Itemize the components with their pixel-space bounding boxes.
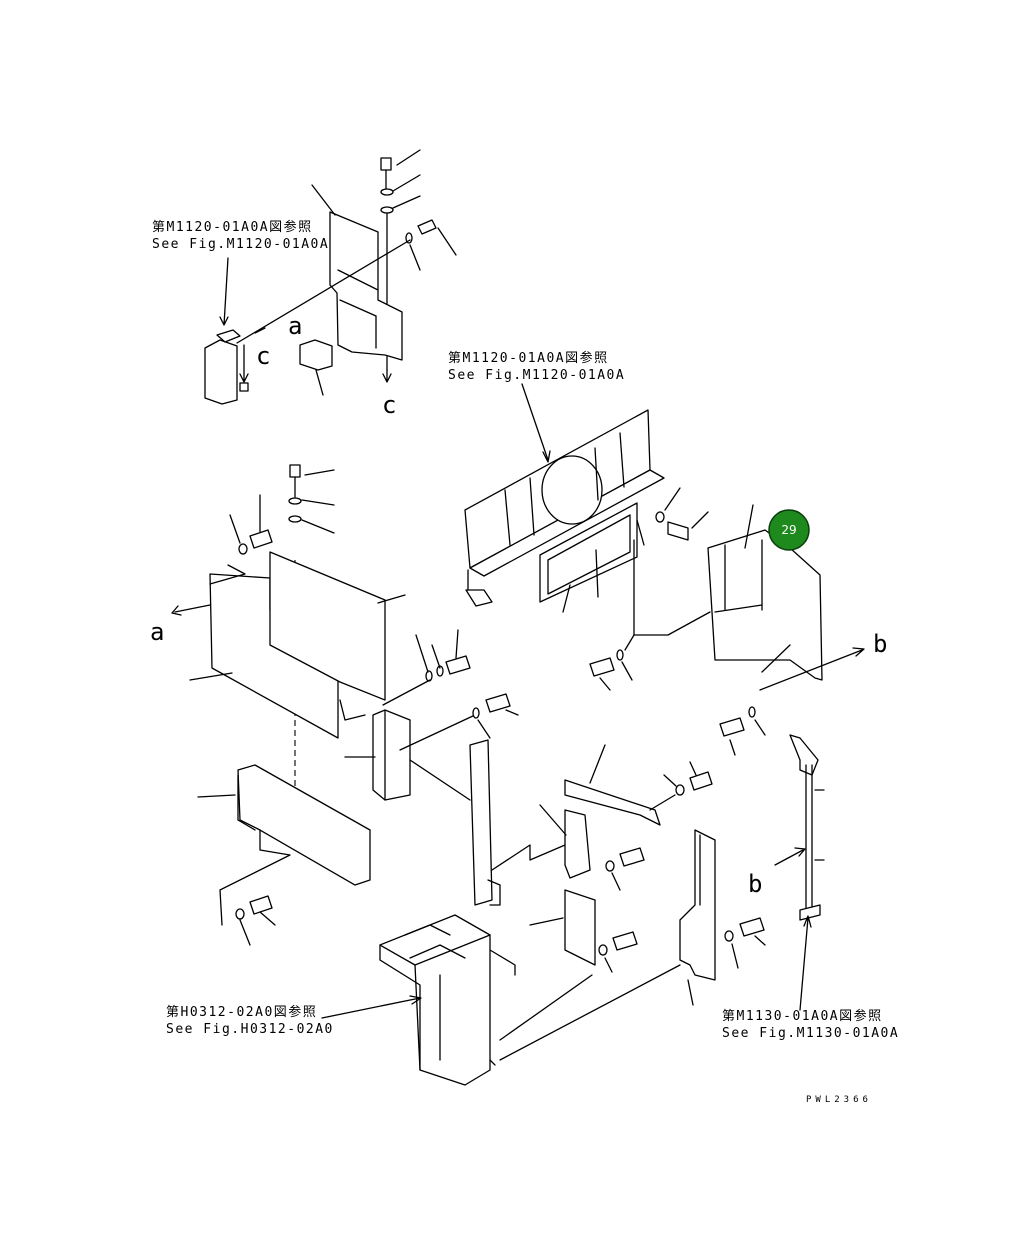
reference-3-jp: 第H0312-02A0図参照: [166, 1004, 317, 1020]
callout-29[interactable]: 29: [768, 509, 810, 551]
reference-1-en: See Fig.M1120-01A0A: [152, 237, 329, 252]
curved-side-panel: [707, 504, 865, 691]
right-side-bracket: [774, 734, 825, 1011]
label-c-mid: c: [382, 391, 396, 419]
reference-3-en: See Fig.H0312-02A0: [166, 1022, 334, 1037]
center-panel-assembly: [171, 464, 471, 926]
label-c-top: c: [256, 342, 270, 370]
base-stand: [379, 914, 516, 1086]
fan-shroud-assembly: [464, 409, 711, 636]
label-a-top: a: [288, 312, 302, 340]
reference-1-jp: 第M1120-01A0A図参照: [152, 219, 313, 235]
center-brackets: [344, 693, 713, 906]
lower-left-bolts: [235, 895, 276, 946]
reference-2-jp: 第M1120-01A0A図参照: [448, 350, 609, 366]
label-b-lower: b: [748, 870, 762, 898]
reference-4-jp: 第M1130-01A0A図参照: [722, 1008, 883, 1024]
middle-bolts: [589, 634, 766, 973]
label-b-right: b: [873, 630, 887, 658]
reference-4-en: See Fig.M1130-01A0A: [722, 1026, 899, 1041]
lower-plates: [499, 829, 716, 1061]
drawing-code: PWL2366: [806, 1095, 872, 1105]
label-a-left: a: [150, 618, 164, 646]
top-bracket-assembly: [204, 149, 457, 405]
callout-29-number: 29: [781, 523, 796, 537]
reference-2-en: See Fig.M1120-01A0A: [448, 368, 625, 383]
